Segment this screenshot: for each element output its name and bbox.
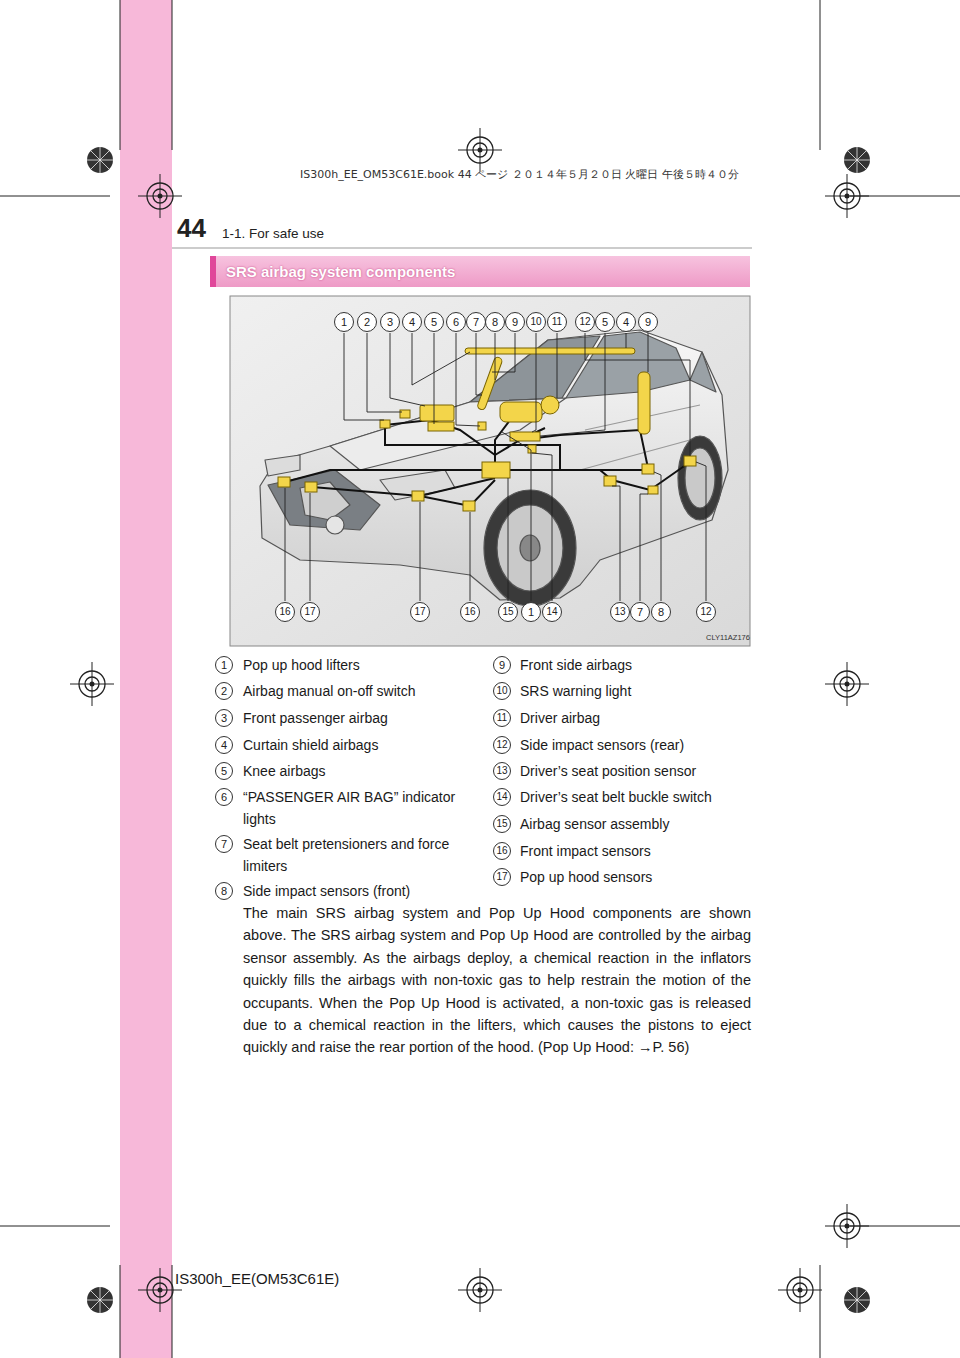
- component-name: SRS warning light: [520, 680, 752, 702]
- component-name: Seat belt pretensioners and force limite…: [243, 833, 475, 877]
- callout-number: 3: [380, 312, 400, 332]
- callout-number: 14: [493, 788, 511, 806]
- callout-number: 13: [493, 762, 511, 780]
- airbag-components: [278, 348, 696, 511]
- component-name: Knee airbags: [243, 760, 475, 782]
- callout-number: 1: [521, 602, 541, 622]
- callout-number: 16: [493, 842, 511, 860]
- callout-number: 5: [424, 312, 444, 332]
- page-number: 44: [177, 212, 206, 245]
- component-name: Driver airbag: [520, 707, 752, 729]
- component-name: Side impact sensors (front): [243, 880, 475, 902]
- section-heading: SRS airbag system components: [226, 263, 455, 280]
- callout-number: 15: [493, 815, 511, 833]
- callout-number: 7: [466, 312, 486, 332]
- callout-number: 8: [651, 602, 671, 622]
- callout-number: 10: [526, 312, 546, 332]
- component-name: Driver’s seat belt buckle switch: [520, 786, 752, 808]
- component-name: Front impact sensors: [520, 840, 752, 862]
- car-illustration: [260, 330, 728, 606]
- callout-number: 1: [215, 656, 233, 674]
- callout-number: 11: [493, 709, 511, 727]
- callout-number: 17: [493, 868, 511, 886]
- callout-number: 16: [460, 602, 480, 622]
- wiring-harness: [285, 420, 690, 506]
- callout-number: 4: [215, 736, 233, 754]
- print-slug: IS300h_EE_OM53C61E.book 44 ページ ２０１４年５月２０…: [300, 168, 739, 182]
- callout-number: 5: [595, 312, 615, 332]
- component-name: Pop up hood lifters: [243, 654, 475, 676]
- callout-number: 10: [493, 682, 511, 700]
- component-name: Curtain shield airbags: [243, 734, 475, 756]
- component-name: Driver’s seat position sensor: [520, 760, 752, 782]
- image-code: CLY11AZ176: [706, 633, 750, 642]
- callout-number: 15: [498, 602, 518, 622]
- callout-number: 14: [542, 602, 562, 622]
- component-name: Airbag manual on-off switch: [243, 680, 475, 702]
- callout-number: 8: [485, 312, 505, 332]
- callout-number: 9: [493, 656, 511, 674]
- illustration-frame: [230, 296, 750, 646]
- callout-number: 9: [505, 312, 525, 332]
- component-name: Front side airbags: [520, 654, 752, 676]
- section-header: 1-1. For safe use: [222, 226, 324, 243]
- component-name: “PASSENGER AIR BAG” indicator lights: [243, 786, 475, 830]
- callout-number: 2: [215, 682, 233, 700]
- callout-number: 4: [616, 312, 636, 332]
- callout-number: 12: [575, 312, 595, 332]
- callout-number: 5: [215, 762, 233, 780]
- component-name: Pop up hood sensors: [520, 866, 752, 888]
- component-name: Side impact sensors (rear): [520, 734, 752, 756]
- leader-lines: [344, 333, 690, 456]
- margin-strip: [120, 0, 172, 1358]
- callout-number: 9: [638, 312, 658, 332]
- callout-number: 3: [215, 709, 233, 727]
- leader-lines: [285, 432, 706, 601]
- callout-number: 12: [493, 736, 511, 754]
- callout-number: 4: [402, 312, 422, 332]
- section-heading-band: SRS airbag system components: [210, 256, 750, 287]
- callout-number: 6: [215, 788, 233, 806]
- callout-number: 16: [275, 602, 295, 622]
- component-name: Airbag sensor assembly: [520, 813, 752, 835]
- component-name: Front passenger airbag: [243, 707, 475, 729]
- callout-number: 8: [215, 882, 233, 900]
- callout-number: 2: [357, 312, 377, 332]
- body-paragraph: The main SRS airbag system and Pop Up Ho…: [243, 902, 751, 1059]
- callout-number: 6: [446, 312, 466, 332]
- callout-number: 17: [300, 602, 320, 622]
- callout-number: 12: [696, 602, 716, 622]
- footer-code: IS300h_EE(OM53C61E): [175, 1270, 339, 1289]
- callout-number: 1: [334, 312, 354, 332]
- callout-number: 17: [410, 602, 430, 622]
- callout-number: 11: [547, 312, 567, 332]
- callout-number: 7: [630, 602, 650, 622]
- callout-number: 13: [610, 602, 630, 622]
- callout-number: 7: [215, 835, 233, 853]
